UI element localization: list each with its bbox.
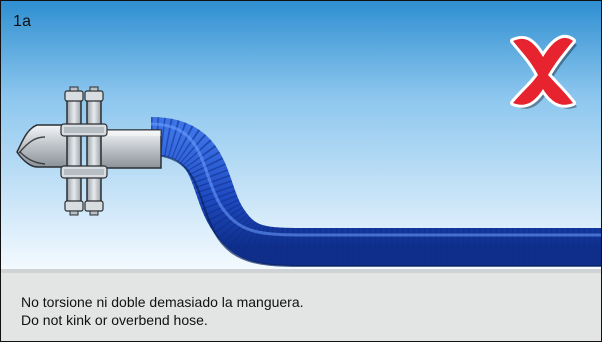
hose-corrugation <box>149 117 601 266</box>
bolt-top-right <box>84 86 104 102</box>
bolt-bottom-right <box>84 200 104 216</box>
flange-assembly <box>60 86 108 216</box>
bolt-mid-lower <box>60 165 108 179</box>
caption-block: No torsione ni doble demasiado la mangue… <box>21 293 581 329</box>
pipe-left <box>16 124 72 168</box>
pipe-right <box>98 129 162 169</box>
bolt-top-left <box>64 86 84 102</box>
flange-right <box>86 98 102 204</box>
caption-english: Do not kink or overbend hose. <box>21 312 208 328</box>
hose-edge <box>150 154 601 267</box>
hose-highlight <box>150 122 601 237</box>
ground-shadow <box>1 269 601 276</box>
caption-spanish: No torsione ni doble demasiado la mangue… <box>21 294 304 310</box>
bolt-bottom-left <box>64 200 84 216</box>
bolt-mid-upper <box>60 123 108 137</box>
flange-left <box>66 98 82 204</box>
red-x-icon <box>510 34 577 109</box>
ground-area <box>1 273 601 341</box>
figure-id-label: 1a <box>13 13 32 30</box>
